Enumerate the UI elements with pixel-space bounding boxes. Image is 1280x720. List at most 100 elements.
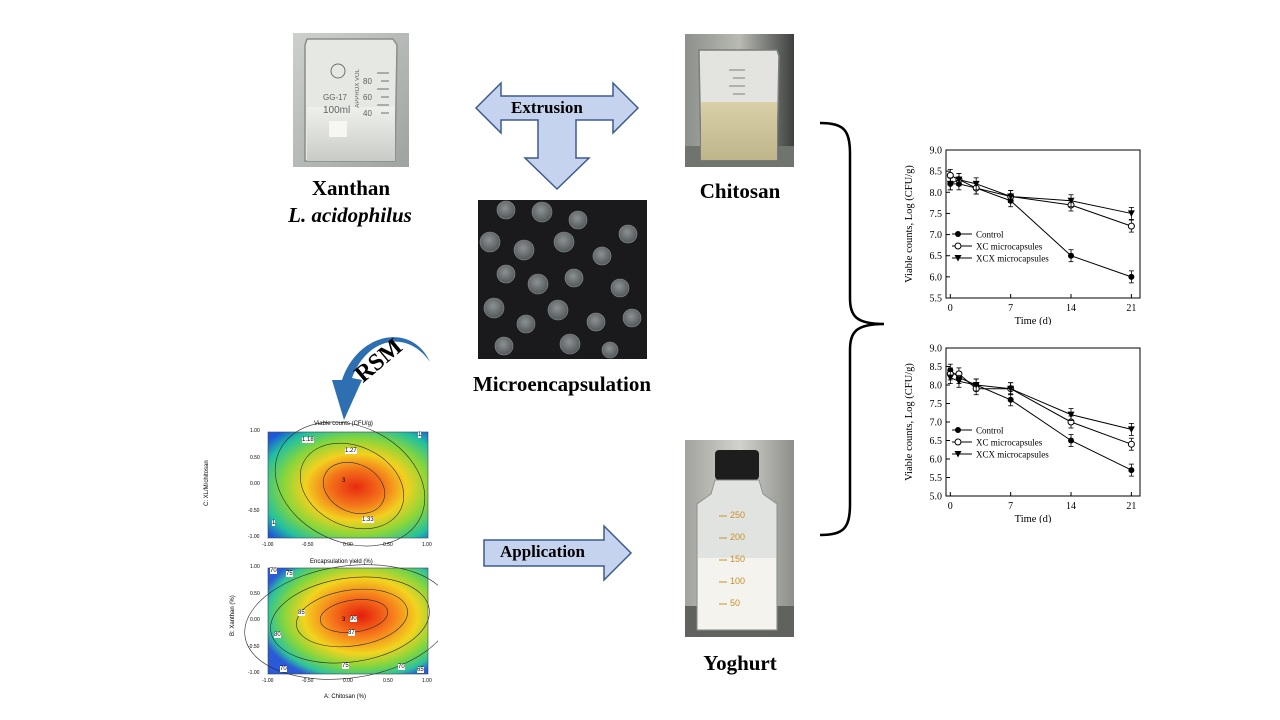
contour2-design-point: 3	[342, 617, 346, 623]
contour1-ylabel: C: XL/M/chitosan	[204, 460, 210, 506]
bottle-mark-150: 150	[730, 554, 746, 564]
legend-label: XCX microcapsules	[976, 450, 1049, 460]
contour2-level-label: 65	[417, 667, 424, 673]
contour-plot-viable: Viable counts (CFU/g) C: XL/M/chitosan 1…	[204, 420, 438, 550]
y-axis-label: Viable counts, Log (CFU/g)	[904, 165, 915, 283]
data-point	[1007, 396, 1014, 403]
data-point	[972, 382, 980, 389]
x-tick-label: 14	[1066, 303, 1076, 314]
contour2-ytick: -1.00	[248, 670, 260, 676]
contour2-ylabel: B: Xanthan (%)	[230, 595, 236, 636]
xanthan-label: Xanthan	[311, 176, 391, 200]
y-tick-label: 8.5	[930, 362, 943, 373]
contour2-ytick: 1.00	[250, 564, 260, 570]
data-point	[1127, 222, 1135, 230]
contour2-ytick: 0.50	[250, 591, 260, 597]
contour1-xtick: 0.00	[343, 542, 353, 548]
x-tick-label: 0	[948, 501, 953, 512]
beaker-mark-40: 40	[363, 109, 372, 118]
bottle-mark-50: 50	[730, 598, 741, 608]
data-point	[1007, 385, 1015, 393]
contour1-xtick: -1.00	[262, 542, 274, 548]
contour1-xtick: 1.00	[422, 542, 432, 548]
y-tick-label: 9.0	[930, 344, 943, 355]
yoghurt-bottle-photo: 250 200 150 100 50	[685, 440, 794, 637]
legend-marker	[954, 438, 962, 446]
contour2-xtick: -1.00	[262, 678, 274, 684]
y-tick-label: 6.5	[930, 436, 943, 447]
contour2-level-label: 70	[280, 666, 287, 672]
contour2-level-label: 70	[398, 664, 405, 670]
x-axis-label: Time (d)	[1015, 514, 1052, 523]
application-arrow: Application	[482, 524, 634, 582]
contour1-level-label: 1.18	[302, 437, 314, 443]
legend-label: XC microcapsules	[976, 438, 1043, 448]
contour1-ytick: -1.00	[248, 534, 260, 540]
rsm-arrow	[328, 328, 438, 428]
bottle-mark-200: 200	[730, 532, 746, 542]
contour2-xtick: -0.50	[302, 678, 314, 684]
beaker-mark-model: GG-17	[323, 93, 348, 102]
x-tick-label: 7	[1008, 303, 1013, 314]
bottle-mark-250: 250	[730, 510, 746, 520]
contour1-ytick: -0.50	[248, 508, 260, 514]
microcapsules-photo	[478, 200, 647, 359]
contour1-level-label: 1.33	[362, 517, 374, 523]
data-point	[946, 374, 954, 382]
contour2-ytick: -0.50	[248, 644, 260, 650]
contour2-xtick: 0.00	[343, 678, 353, 684]
data-point	[1068, 252, 1075, 259]
legend-label: XCX microcapsules	[976, 254, 1049, 264]
x-tick-label: 21	[1126, 303, 1136, 314]
contour2-level-label: 70	[270, 568, 277, 574]
contour1-xtick: 0.50	[383, 542, 393, 548]
contour1-title: Viable counts (CFU/g)	[314, 421, 373, 427]
legend-label: Control	[976, 230, 1004, 240]
contour1-ytick: 0.00	[250, 481, 260, 487]
data-point	[1067, 411, 1075, 419]
y-tick-label: 7.5	[930, 209, 943, 220]
data-point	[946, 180, 954, 188]
y-tick-label: 8.0	[930, 381, 943, 392]
y-axis-label: Viable counts, Log (CFU/g)	[904, 363, 915, 481]
application-label: Application	[500, 542, 586, 561]
legend-label: XC microcapsules	[976, 242, 1043, 252]
contour2-level-label: 75	[286, 571, 293, 577]
extrusion-arrow: Extrusion	[474, 80, 640, 192]
legend-marker	[954, 451, 962, 458]
contour1-ytick: 0.50	[250, 455, 260, 461]
data-point	[1127, 210, 1135, 217]
chitosan-label: Chitosan	[699, 179, 781, 203]
contour2-title: Encapsulation yield (%)	[310, 559, 373, 565]
contour2-xtick: 1.00	[422, 678, 432, 684]
data-point	[972, 180, 980, 188]
extrusion-label: Extrusion	[511, 98, 583, 117]
legend-marker	[955, 231, 961, 237]
data-point	[1128, 273, 1135, 280]
yoghurt-label: Yoghurt	[703, 651, 777, 675]
x-tick-label: 0	[948, 303, 953, 314]
data-point	[1128, 467, 1135, 474]
y-tick-label: 8.5	[930, 167, 943, 178]
data-point	[1007, 193, 1015, 201]
data-point	[1067, 197, 1075, 205]
contour2-level-label: 90	[350, 616, 357, 622]
beaker-mark-approx: APPROX VOL	[355, 69, 361, 108]
y-tick-label: 7.0	[930, 418, 943, 429]
y-tick-label: 6.0	[930, 455, 943, 466]
legend-marker	[955, 427, 961, 433]
x-tick-label: 14	[1066, 501, 1076, 512]
data-point	[1068, 437, 1075, 444]
contour2-level-label: 80	[274, 632, 281, 638]
contour2-xtick: 0.50	[383, 678, 393, 684]
acidophilus-label: L. acidophilus	[288, 203, 412, 227]
contour2-xlabel: A: Chitosan (%)	[324, 694, 367, 700]
chitosan-beaker-photo	[685, 34, 794, 167]
beaker-mark-80: 80	[363, 77, 372, 86]
legend-label: Control	[976, 426, 1004, 436]
y-tick-label: 8.0	[930, 188, 943, 199]
legend-marker	[954, 255, 962, 262]
y-tick-label: 5.5	[930, 294, 943, 305]
contour2-level-label: 85	[298, 610, 305, 616]
